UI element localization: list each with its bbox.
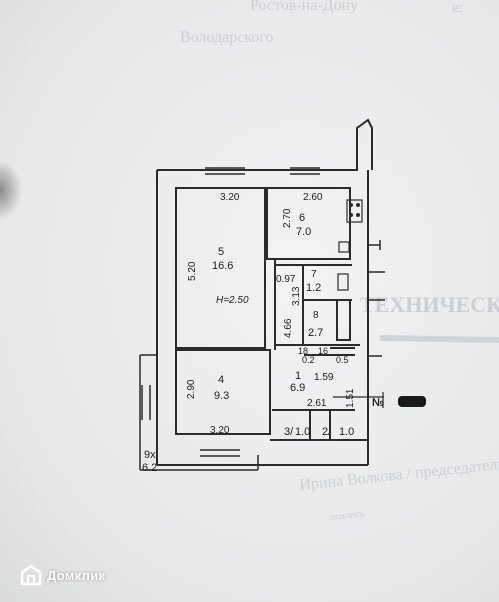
faded-street: Володарского [180, 29, 273, 46]
room-2-area: 1.0 [339, 426, 354, 438]
outer-walls [156, 118, 373, 466]
stove-icon [346, 199, 363, 223]
room-3-area: 1.0 [295, 426, 310, 438]
room-7-number: 7 [311, 269, 317, 280]
dim-room7-width: 0.97 [276, 274, 296, 285]
room-1-number: 1 [295, 370, 301, 382]
toilet-icon [337, 273, 349, 291]
small-label-0-2: 0.2 [302, 355, 315, 365]
sink-icon [338, 241, 350, 253]
scan-smudge [0, 160, 22, 220]
dim-room5-width: 3.20 [220, 192, 240, 203]
apartment-number-label: № [372, 397, 384, 409]
small-label-0-5: 0.5 [336, 355, 349, 365]
small-label-18: 18 [298, 346, 308, 356]
redacted-number-mark [398, 396, 426, 407]
entrance-pointer [333, 392, 384, 408]
room-1-area: 6.9 [290, 382, 305, 394]
faded-city: Ростов-на-Дону [250, 0, 358, 14]
room-8-area: 2.7 [308, 327, 323, 339]
room-4-area: 9.3 [214, 390, 229, 402]
faded-stamp-title: ТЕХНИЧЕСКИЙ ПАСПО [360, 292, 499, 317]
dim-room7-height: 3.13 [291, 286, 302, 306]
watermark-text: Домклик [47, 567, 106, 583]
dim-room4-height: 2.90 [186, 379, 197, 399]
room-7-area: 1.2 [306, 282, 321, 294]
domclick-house-icon [20, 564, 42, 586]
faded-stamp-caption: подпись [329, 508, 365, 523]
faded-stamp-band [379, 335, 499, 343]
ceiling-height: Н=2.50 [216, 295, 249, 306]
right-protrusions [368, 240, 385, 357]
dim-room5-height: 5.20 [187, 261, 198, 281]
room-5-area: 16.6 [212, 260, 233, 272]
dim-room1-width2: 2.61 [307, 398, 327, 409]
room9-outline [139, 354, 259, 471]
room-9-number: 9х [144, 449, 156, 461]
faded-stamp-signature: Ирина Волкова / председатель- [299, 455, 499, 494]
dim-room1-height: 1.51 [345, 388, 356, 408]
windows [141, 167, 320, 457]
faded-fragment: е: [452, 0, 463, 16]
room-6-area: 7.0 [296, 226, 311, 238]
room-2-number: 2/ [322, 426, 332, 438]
room-4-number: 4 [218, 374, 224, 386]
small-label-16: 16 [318, 346, 328, 356]
room-8-number: 8 [313, 310, 319, 321]
dim-room6-width: 2.60 [303, 192, 323, 203]
dim-room1-width1: 1.59 [314, 372, 334, 383]
dim-room4-width: 3.20 [210, 425, 230, 436]
domclick-watermark: Домклик [20, 562, 105, 588]
dim-room6-height: 2.70 [282, 208, 293, 228]
room-6-number: 6 [299, 212, 305, 224]
room-3-number: 3/ [284, 426, 294, 438]
dim-corridor-height: 4.66 [283, 318, 294, 338]
room-9-area: 6.2 [142, 462, 157, 474]
room-5-number: 5 [218, 246, 224, 258]
